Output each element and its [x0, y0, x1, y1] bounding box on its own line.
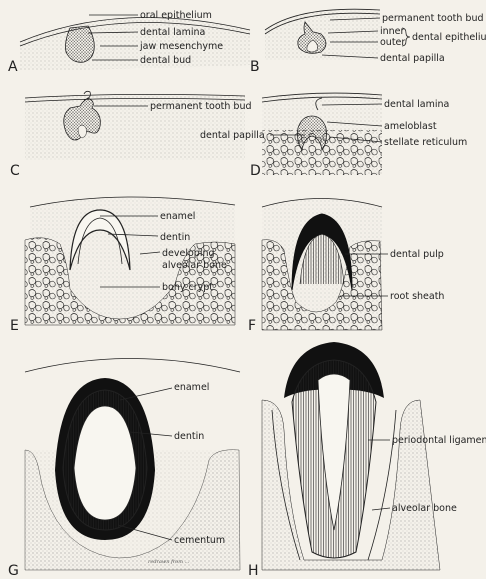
label-developing: developing [162, 248, 215, 259]
label-cementum: cementum [174, 535, 225, 546]
label-ameloblast: ameloblast [384, 121, 437, 132]
panel-letter-a: A [8, 59, 18, 75]
panel-letter-h: H [248, 563, 259, 579]
label-permanent-tooth-bud-b: permanent tooth bud [382, 13, 484, 24]
label-alveolar-bone-h: alveolar bone [392, 503, 457, 514]
panel-a: oral epithelium dental lamina jaw mesenc… [8, 10, 250, 75]
label-outer: outer [380, 37, 405, 48]
label-enamel-e: enamel [160, 211, 195, 222]
label-periodontal-ligament: periodontal ligament [392, 435, 486, 446]
label-dental-papilla-b: dental papilla [380, 53, 445, 64]
label-enamel-g: enamel [174, 382, 209, 393]
panel-letter-e: E [10, 318, 19, 334]
panel-f: dental pulp root sheath F [248, 199, 444, 335]
panel-letter-f: F [248, 318, 256, 334]
label-dental-bud: dental bud [140, 55, 191, 66]
label-dental-lamina: dental lamina [140, 27, 205, 38]
label-stellate-reticulum: stellate reticulum [384, 137, 467, 148]
label-alveolar-bone-e: alveolar bone [162, 260, 227, 271]
panel-letter-g: G [8, 563, 19, 579]
label-dental-pulp: dental pulp [390, 249, 444, 260]
label-bony-crypt: bony crypt [162, 282, 213, 293]
panel-e: enamel dentin developing alveolar bone b… [10, 197, 235, 334]
panel-letter-c: C [10, 163, 20, 179]
signature: redrawn from ... [148, 559, 190, 565]
panel-b: permanent tooth bud inner outer dental e… [250, 9, 486, 75]
label-dental-lamina-d: dental lamina [384, 99, 449, 110]
label-permanent-tooth-bud-c: permanent tooth bud [150, 101, 252, 112]
panel-letter-b: B [250, 59, 260, 75]
label-root-sheath: root sheath [390, 291, 444, 302]
label-dentin-e: dentin [160, 232, 190, 243]
panel-h: periodontal ligament alveolar bone H [248, 342, 486, 579]
dental-bud-shape [66, 26, 95, 62]
panel-letter-d: D [250, 163, 261, 179]
label-dentin-g: dentin [174, 431, 204, 442]
label-jaw-mesenchyme: jaw mesenchyme [139, 41, 223, 52]
label-dental-epithelium: dental epithelium [412, 32, 486, 43]
panel-g: enamel dentin cementum redrawn from ... … [8, 359, 240, 579]
label-inner: inner [380, 26, 405, 37]
label-oral-epithelium: oral epithelium [140, 10, 212, 21]
label-dental-papilla-d: dental papilla [200, 130, 265, 141]
